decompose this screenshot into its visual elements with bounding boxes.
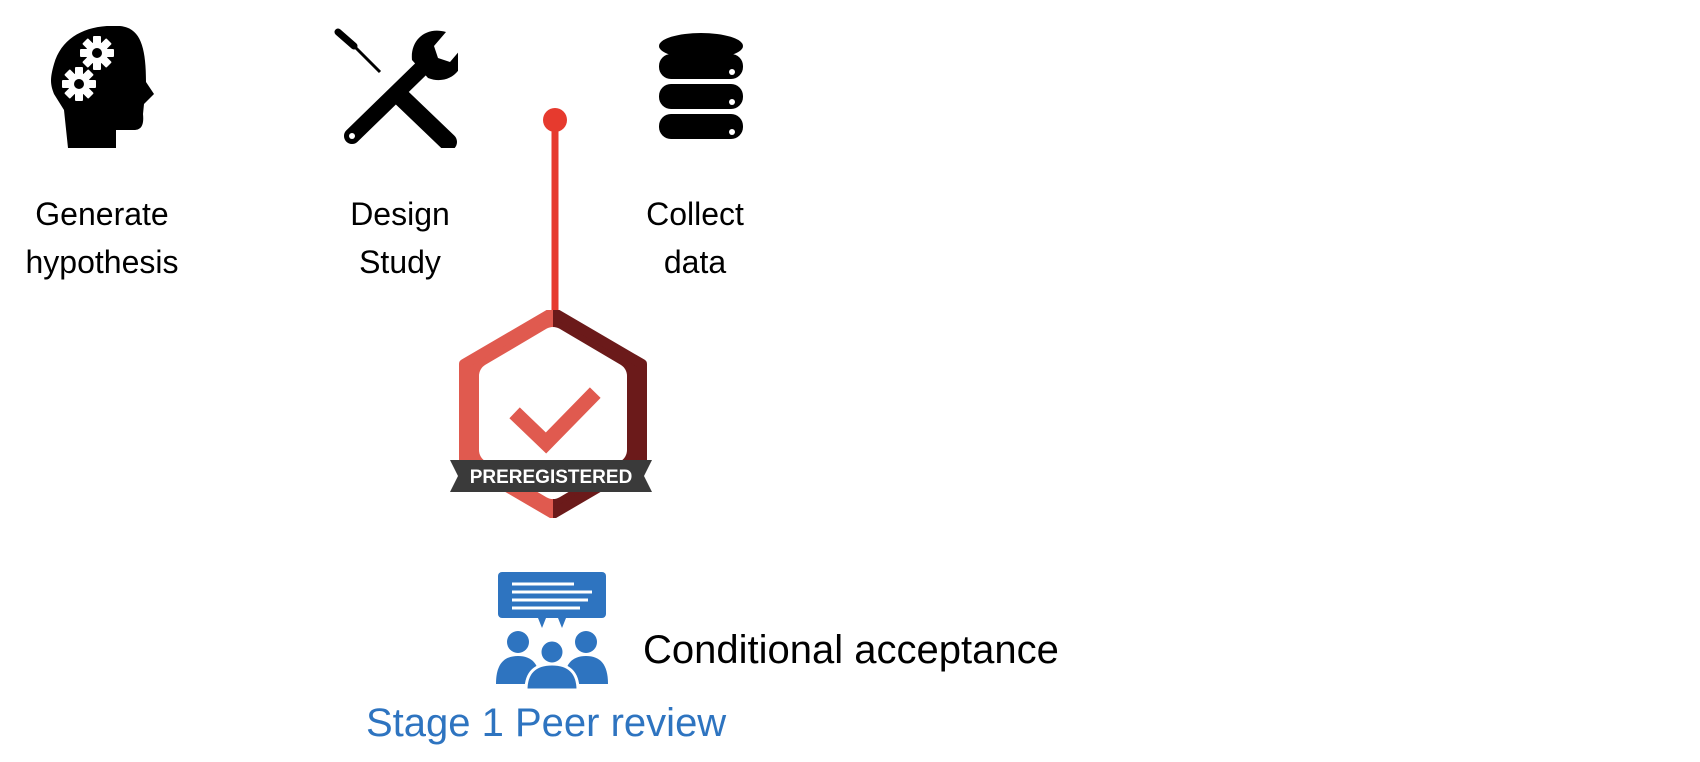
head-gears-icon — [51, 26, 154, 148]
preregistered-badge: PREREGISTERED — [450, 310, 652, 518]
database-icon — [659, 33, 743, 139]
conditional-acceptance-label: Conditional acceptance — [643, 628, 1059, 672]
step-label-line: Study — [359, 244, 441, 280]
step-label-line: data — [663, 244, 727, 280]
step-label-line: hypothesis — [25, 244, 179, 280]
timeline-marker-pin — [543, 108, 567, 312]
step-label-design-study: Design Study — [320, 190, 480, 286]
check-icon — [509, 387, 601, 454]
step-label-line: Generate — [35, 196, 169, 232]
stage1-peer-review-label: Stage 1 Peer review — [366, 701, 727, 745]
step-label-line: Collect — [646, 196, 744, 232]
peer-review-icon — [496, 572, 608, 690]
step-label-collect-data: Collect data — [620, 190, 770, 286]
tools-icon — [334, 28, 458, 148]
step-label-generate-hypothesis: Generate hypothesis — [12, 190, 192, 286]
step-label-line: Design — [350, 196, 450, 232]
badge-text: PREREGISTERED — [470, 467, 633, 488]
